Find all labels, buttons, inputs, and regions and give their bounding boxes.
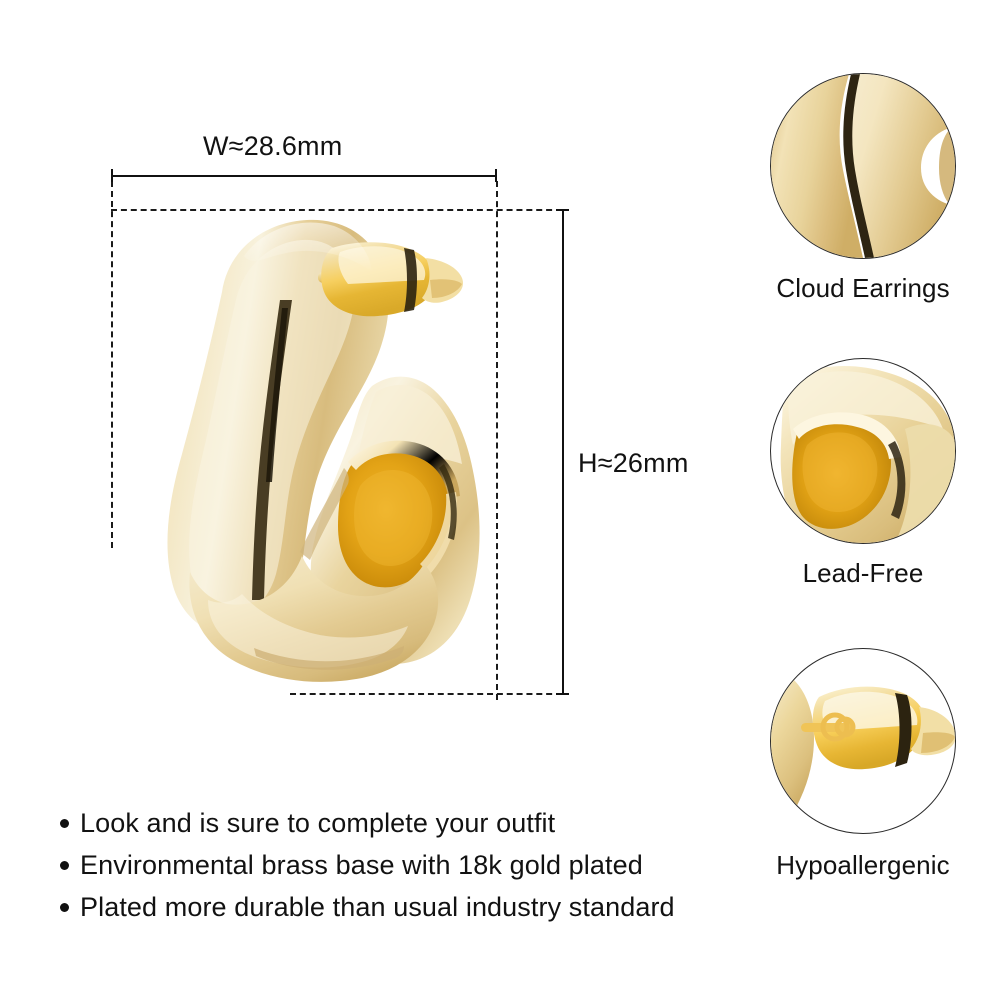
- bullet-text: Plated more durable than usual industry …: [80, 892, 675, 922]
- earring-clutch-reflection: [404, 248, 417, 312]
- list-item: Environmental brass base with 18k gold p…: [60, 848, 780, 890]
- width-tick-end: [495, 169, 497, 182]
- earring-hollow-end-closeup-icon: [770, 358, 956, 544]
- feature-label: Lead-Free: [802, 558, 924, 588]
- earring-hollow-sheen: [354, 470, 433, 566]
- earring-surface-closeup-icon: [770, 73, 956, 259]
- earring-clutch-wing-lower: [430, 279, 462, 298]
- guide-line-bottom: [290, 693, 562, 695]
- height-tick-start: [556, 209, 569, 211]
- feature-hypoallergenic: Hypoallergenic: [763, 648, 963, 881]
- width-dimension-line: [111, 175, 496, 177]
- list-item: Plated more durable than usual industry …: [60, 890, 780, 932]
- guide-line-top: [111, 209, 562, 211]
- earring-bottom-highlight: [208, 594, 408, 668]
- bullet-dot-icon: [60, 903, 69, 912]
- bullet-text: Environmental brass base with 18k gold p…: [80, 850, 643, 880]
- bullet-text: Look and is sure to complete your outfit: [80, 808, 556, 838]
- bullet-dot-icon: [60, 819, 69, 828]
- feature-bullet-list: Look and is sure to complete your outfit…: [60, 806, 780, 932]
- height-dimension-line: [562, 209, 564, 694]
- width-tick-start: [111, 169, 113, 182]
- feature-label: Hypoallergenic: [776, 850, 950, 880]
- earring-hollow-rim-top: [348, 440, 460, 498]
- feature-cloud-earrings: Cloud Earrings: [763, 73, 963, 304]
- bullet-dot-icon: [60, 861, 69, 870]
- earring-hollow-rim-side: [420, 492, 457, 574]
- width-label: W≈28.6mm: [203, 131, 343, 161]
- height-tick-end: [556, 693, 569, 695]
- feature-label: Cloud Earrings: [776, 273, 950, 303]
- earring-post-clutch-closeup-icon: [770, 648, 956, 834]
- earring-rim-crease: [439, 464, 457, 540]
- earring-center-crease: [300, 468, 349, 560]
- earring-hollow-interior: [338, 445, 453, 588]
- earring-bottom-seam: [254, 646, 404, 670]
- earring-top-specular: [244, 222, 372, 272]
- guide-line-left: [111, 181, 113, 548]
- guide-line-right: [496, 181, 498, 700]
- list-item: Look and is sure to complete your outfit: [60, 806, 780, 848]
- product-image-gold-hoop-earring: [104, 196, 524, 706]
- earring-reflection-core: [266, 308, 288, 482]
- feature-lead-free: Lead-Free: [763, 358, 963, 589]
- height-label: H≈26mm: [578, 448, 689, 478]
